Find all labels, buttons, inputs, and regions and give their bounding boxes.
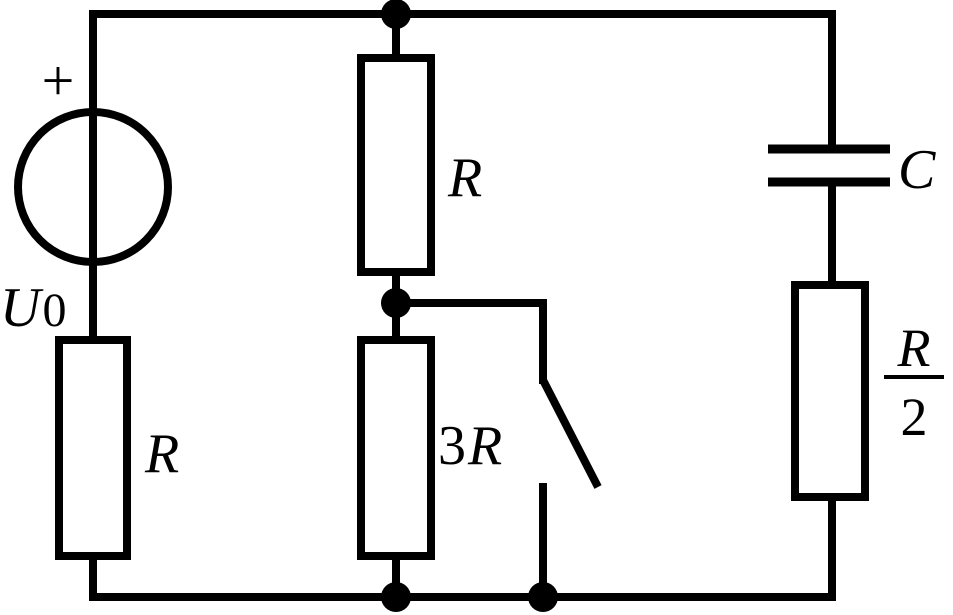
resistor-middle-bottom-coefficient: 3 [438, 415, 466, 477]
junction-node-top [381, 0, 411, 29]
resistor-middle-top: R [357, 54, 482, 276]
capacitor: C [768, 139, 936, 201]
voltage-source-plus-sign: + [42, 48, 75, 113]
wire-switch-top [392, 299, 547, 384]
resistor-middle-bottom: 3R [357, 336, 502, 560]
resistor-right-denominator: 2 [901, 387, 928, 447]
resistor-left-body [55, 336, 131, 560]
voltage-source: + U0 [0, 48, 172, 339]
wires [89, 10, 836, 601]
voltage-source-symbol: U [0, 277, 44, 339]
capacitor-label: C [898, 139, 936, 201]
switch-blade [539, 378, 602, 489]
resistor-middle-bottom-label: 3R [438, 415, 502, 477]
junction-nodes [381, 0, 558, 612]
voltage-source-subscript: 0 [42, 284, 66, 337]
voltage-source-label: U0 [0, 277, 66, 339]
resistor-right-numerator: R [897, 318, 931, 378]
junction-node-bottom-switch [528, 582, 558, 612]
resistor-middle-top-body [357, 54, 435, 276]
resistor-middle-bottom-letter: R [467, 415, 502, 477]
resistor-right-label: R 2 [884, 318, 944, 447]
junction-node-bottom-middle [381, 582, 411, 612]
resistor-right: R 2 [791, 281, 944, 501]
switch [539, 378, 602, 489]
resistor-left-label: R [144, 423, 179, 485]
resistor-middle-bottom-body [357, 336, 435, 560]
resistor-right-body [791, 281, 869, 501]
junction-node-middle [381, 288, 411, 318]
resistor-left: R [55, 336, 179, 560]
resistor-middle-top-label: R [447, 147, 482, 209]
